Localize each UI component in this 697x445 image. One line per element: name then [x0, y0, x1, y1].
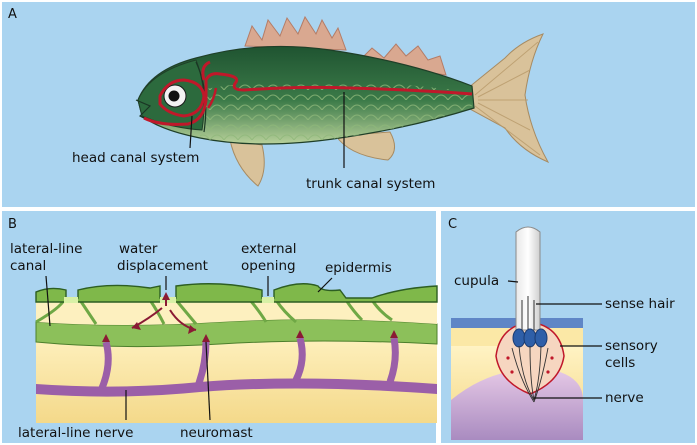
- external-opening-label-2: opening: [241, 258, 296, 274]
- neuromast-detail: [451, 226, 583, 440]
- panel-c-letter: C: [448, 217, 457, 232]
- sensory-cell-3: [534, 328, 548, 348]
- water-label-1: water: [119, 241, 158, 257]
- cupula-label: cupula: [454, 273, 499, 289]
- neuromast-4: [390, 330, 398, 338]
- water-label-2: displacement: [117, 258, 208, 274]
- anal-fin: [335, 131, 395, 161]
- trunk-canal-label: trunk canal system: [306, 176, 435, 192]
- neuromast-label: neuromast: [180, 425, 253, 441]
- sensory-cell-2: [523, 328, 537, 348]
- head-canal-leader: [189, 115, 193, 149]
- dorsal-fin-rear: [356, 43, 447, 76]
- nerve-label: nerve: [605, 390, 644, 406]
- sensory-cells-label-1: sensory: [605, 338, 658, 354]
- sense-hair-label: sense hair: [605, 296, 675, 312]
- pelvic-fin: [229, 139, 265, 187]
- panel-b-letter: B: [8, 217, 17, 232]
- neuromast-2: [202, 334, 210, 342]
- sensory-cells-label-2: cells: [605, 355, 635, 371]
- lateral-line-canal-label-2: canal: [10, 258, 46, 274]
- dorsal-fin-front: [244, 15, 347, 51]
- head-canal-ring: [158, 78, 206, 118]
- tail-fin: [467, 33, 550, 164]
- neuromast-3: [296, 330, 304, 338]
- head-canal-label: head canal system: [72, 150, 199, 166]
- neuromast-1: [102, 334, 110, 342]
- sensory-cell-1: [512, 328, 526, 348]
- panel-a-letter: A: [8, 7, 17, 22]
- canal-cross-section: [35, 283, 438, 423]
- lateral-line-nerve-label: lateral-line nerve: [18, 425, 133, 441]
- lateral-line-canal-label-1: lateral-line: [10, 241, 82, 257]
- trunk-canal-line: [143, 72, 473, 126]
- epidermis-label: epidermis: [325, 260, 392, 276]
- external-opening-label-1: external: [241, 241, 297, 257]
- fish-illustration: [135, 15, 550, 187]
